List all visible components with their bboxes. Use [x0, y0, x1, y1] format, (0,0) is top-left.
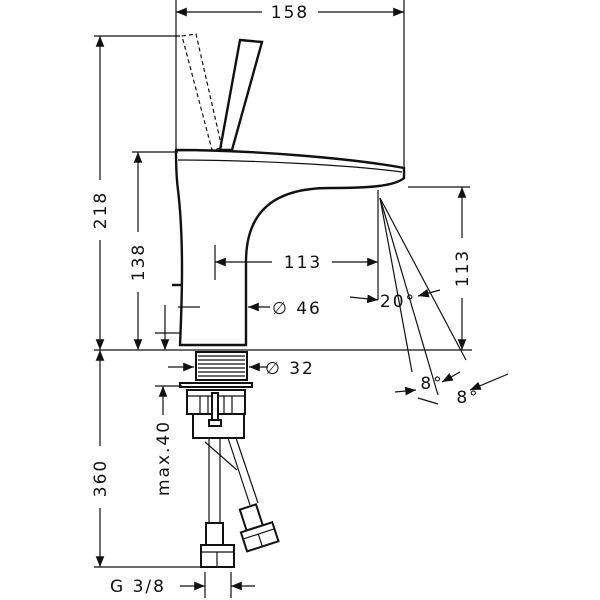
- label-max40: max.40: [154, 420, 174, 496]
- faucet-body: [174, 148, 406, 347]
- dimension-8deg: 8° 8°: [394, 371, 509, 408]
- label-113-reach: 113: [284, 253, 322, 273]
- handle-open-position: [181, 33, 223, 151]
- dimension-360: 360: [91, 350, 200, 568]
- dimension-113-height: 113: [408, 186, 473, 350]
- label-20-deg: 20°: [380, 292, 416, 312]
- label-g38: G 3/8: [110, 577, 166, 597]
- dimension-158: 158: [175, 0, 405, 178]
- label-138: 138: [129, 243, 149, 281]
- label-218: 218: [91, 191, 111, 229]
- label-8deg-right: 8°: [456, 388, 479, 408]
- supply-hoses: [200, 437, 280, 568]
- label-d46: ∅ 46: [272, 299, 322, 319]
- dimension-138: 138: [129, 151, 178, 350]
- label-113-height: 113: [453, 249, 473, 287]
- label-8deg-left: 8°: [420, 374, 443, 394]
- label-d32: ∅ 32: [265, 359, 315, 379]
- lever-handle: [218, 38, 264, 152]
- dimension-218: 218: [91, 35, 180, 350]
- dimension-d32: ∅ 32: [168, 359, 315, 379]
- dimension-113-reach: 113: [214, 190, 379, 300]
- spray-angle: 20°: [349, 197, 467, 396]
- threaded-shank: [179, 351, 253, 439]
- dimension-max40: max.40: [154, 385, 182, 496]
- dimension-g38: G 3/8: [110, 572, 255, 598]
- label-360: 360: [91, 459, 111, 497]
- dimension-d46: ∅ 46: [178, 299, 322, 319]
- label-158: 158: [271, 3, 309, 23]
